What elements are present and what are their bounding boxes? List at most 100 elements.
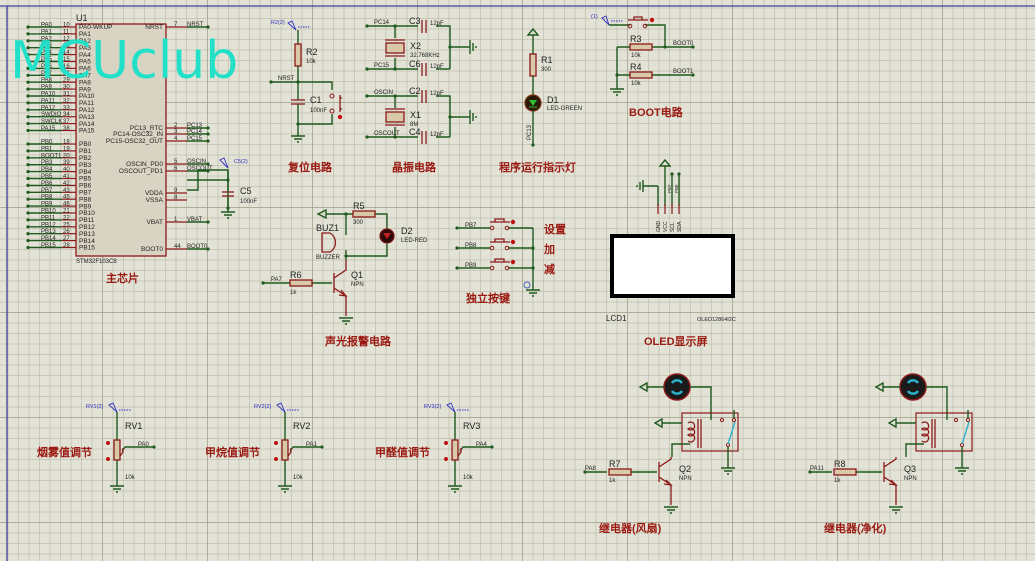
crystal-x2[interactable] — [385, 39, 405, 57]
resistor-r7[interactable] — [608, 468, 632, 476]
capacitor-c2[interactable] — [421, 90, 427, 103]
crystal-x1[interactable] — [385, 108, 405, 126]
crystal-circuit[interactable]: PC14 PC15 X2 32.768KHz C3 12pF C6 12pF O… — [365, 16, 477, 174]
transistor-q1[interactable] — [333, 260, 348, 316]
capacitor-c6[interactable] — [421, 63, 427, 76]
led-d2[interactable] — [379, 228, 395, 244]
resistor-r5[interactable] — [352, 210, 376, 218]
r2-probe-label[interactable]: R2(2) — [271, 20, 285, 26]
led-d1[interactable] — [524, 94, 542, 112]
resistor-r2[interactable] — [294, 43, 302, 67]
boot-circuit[interactable]: (1) R3 10k R4 10k BOOT0 BOOT1 BOOT电路 — [591, 14, 695, 119]
mcu-body[interactable] — [75, 23, 167, 257]
probe-icon[interactable] — [108, 402, 118, 413]
capacitor-c5[interactable]: C5 100nF C5(2) — [187, 157, 257, 219]
resistor-r4[interactable] — [629, 71, 653, 79]
oled-screen[interactable] — [610, 234, 735, 298]
capacitor-c3[interactable] — [421, 20, 427, 33]
pot-probe-label[interactable]: RV1(2) — [86, 404, 103, 410]
resistor-r1[interactable] — [529, 53, 537, 77]
reset-button[interactable] — [329, 93, 343, 120]
pot-probe-label[interactable]: RV2(2) — [254, 404, 271, 410]
boot-probe-label[interactable]: (1) — [591, 14, 598, 20]
resistor-r3[interactable] — [629, 43, 653, 51]
transistor-q3[interactable] — [883, 457, 898, 505]
c5-probe-label[interactable]: C5(2) — [234, 159, 248, 165]
probe-icon[interactable] — [446, 402, 456, 413]
fan-motor-icon[interactable] — [899, 373, 927, 401]
relay-box[interactable] — [915, 412, 973, 452]
reset-circuit[interactable]: R2(2) R2 10k NRST C1 100nF 复位电路 — [269, 20, 343, 174]
alarm-circuit[interactable]: R5 300 BUZ1 BUZZER D2 LED-RED PA7 R6 1k … — [261, 201, 428, 348]
indicator-circuit[interactable]: R1 300 D1 LED-GREEN PC13 程序运行指示灯 — [499, 27, 582, 174]
probe-icon[interactable] — [287, 20, 297, 31]
resistor-r6[interactable] — [289, 279, 313, 287]
relay-box[interactable] — [681, 412, 739, 452]
pot-probe-label[interactable]: RV3(2) — [424, 404, 441, 410]
probe-icon[interactable] — [219, 157, 229, 169]
fan-motor-icon[interactable] — [663, 373, 691, 401]
boot-button[interactable] — [627, 16, 655, 29]
probe-icon[interactable] — [276, 402, 286, 413]
probe-icon[interactable] — [601, 15, 610, 26]
buzzer[interactable] — [321, 232, 337, 253]
capacitor-c4[interactable] — [421, 131, 427, 144]
resistor-r8[interactable] — [833, 468, 857, 476]
transistor-q2[interactable] — [658, 457, 673, 505]
